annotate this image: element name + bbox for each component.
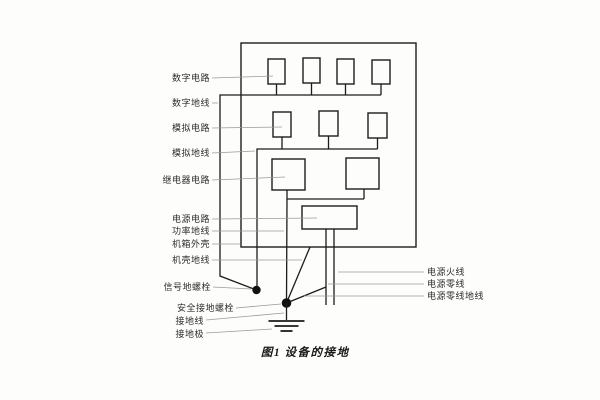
label-digital-circuit: 数字电路 — [172, 72, 210, 83]
analog-circuit-box — [272, 111, 292, 138]
label-relay-circuit: 继电器电路 — [162, 174, 210, 185]
chassis-enclosure-box — [240, 42, 417, 248]
signal-ground-bolt-dot — [252, 285, 261, 295]
label-power-neutral-ground-wire: 电源零线地线 — [427, 290, 484, 301]
digital-circuit-box — [371, 59, 391, 85]
labels-left: 数字电路 数字地线 模拟电路 模拟地线 继电器电路 电源电路 功率地线 机箱外壳… — [162, 72, 234, 339]
label-analog-circuit: 模拟电路 — [172, 122, 210, 133]
analog-ground-bus-wire — [256, 148, 378, 290]
digital-circuit-box — [302, 57, 321, 84]
label-analog-ground: 模拟地线 — [172, 147, 210, 158]
analog-circuit-row — [256, 110, 388, 290]
label-ground-wire: 接地线 — [175, 315, 204, 326]
label-power-neutral-wire: 电源零线 — [427, 278, 465, 289]
label-power-live-wire: 电源火线 — [427, 266, 465, 277]
figure-caption: 图1 设备的接地 — [261, 346, 350, 359]
leader-digital-circuit — [211, 75, 274, 79]
digital-circuit-box — [267, 58, 286, 85]
leader-ground-wire — [205, 312, 285, 321]
label-signal-ground-bolt: 信号地螺栓 — [163, 281, 211, 292]
caption-figure-number: 图1 — [261, 346, 281, 359]
leader-safety-ground-bolt — [235, 303, 282, 309]
label-chassis-enclosure: 机箱外壳 — [172, 238, 210, 249]
grounding-node — [252, 246, 311, 332]
caption-title: 设备的接地 — [285, 346, 350, 359]
digital-circuit-box — [336, 58, 355, 85]
relay-circuit-box — [345, 157, 380, 190]
analog-circuit-box — [367, 112, 388, 139]
leader-signal-ground-bolt — [212, 286, 252, 290]
leader-analog-circuit — [211, 126, 283, 129]
leader-lines-right — [304, 271, 424, 297]
digital-ground-bus-wire — [219, 94, 381, 291]
leader-power-circuit — [211, 217, 318, 220]
digital-circuit-row — [219, 57, 391, 291]
label-digital-ground: 数字地线 — [172, 97, 210, 108]
label-ground-electrode: 接地极 — [175, 328, 204, 339]
relay-circuit-row — [271, 157, 380, 304]
labels-right: 电源火线 电源零线 电源零线地线 — [427, 266, 484, 301]
leader-relay-circuit — [211, 176, 286, 181]
relay-circuit-box — [271, 158, 306, 191]
power-circuit-box — [301, 205, 358, 230]
leader-lines-left — [205, 75, 318, 334]
label-power-ground: 功率地线 — [172, 225, 210, 236]
power-neutral-ground-line — [286, 286, 327, 304]
leader-ground-electrode — [205, 328, 273, 334]
label-case-ground: 机壳地线 — [172, 254, 210, 265]
leader-analog-ground — [211, 150, 256, 154]
analog-circuit-box — [318, 110, 339, 137]
power-ground-wire — [285, 190, 288, 304]
label-power-circuit: 电源电路 — [172, 213, 210, 224]
power-circuit-block — [286, 205, 358, 305]
label-safety-ground-bolt: 安全接地螺栓 — [177, 302, 234, 313]
case-ground-wire-line — [285, 246, 311, 304]
